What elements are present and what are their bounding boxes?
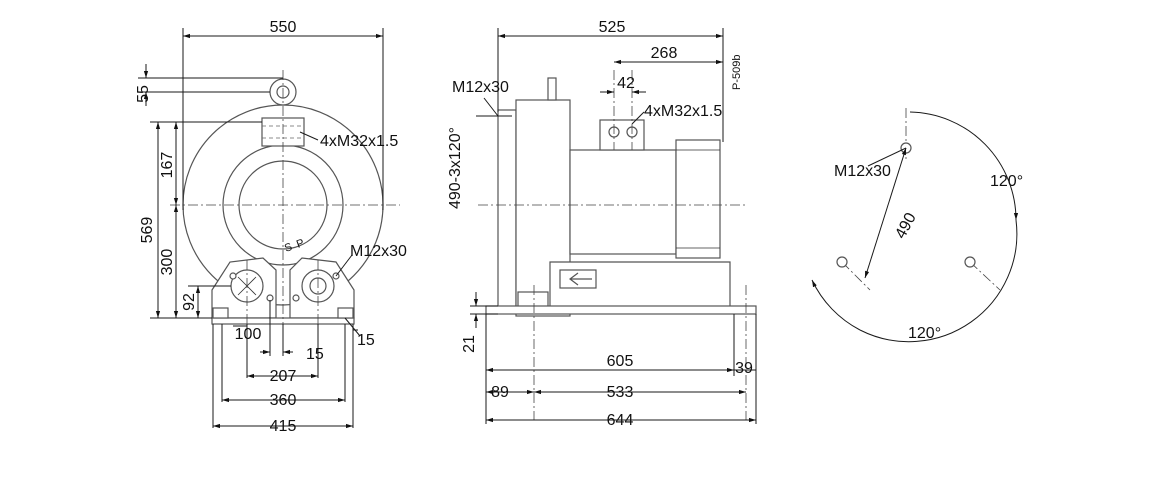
port-mark-s: S [283,241,294,255]
side-lug [547,77,557,101]
flange-view: 490 M12x30 120° 120° [811,108,1023,343]
side-view: 525 268 42 4xM32x1.5 P-509b M12x30 490-3… [447,19,757,429]
label-flange-bolt: M12x30 [452,79,509,96]
dim-gap-15: 15 [306,346,324,363]
dim-lug-55: 55 [135,85,152,103]
dim-foot-92: 92 [181,293,198,311]
dim-base-415: 415 [270,418,297,435]
dim-side-length-525: 525 [599,19,626,36]
label-flange-view-bolt: M12x30 [834,163,891,180]
dim-port-167: 167 [159,152,176,179]
side-motor-cap [675,139,721,259]
dim-front-width-550: 550 [270,19,297,36]
dim-base-length-644: 644 [607,412,634,429]
side-motor [569,149,677,255]
label-side-ports-thread: 4xM32x1.5 [644,103,722,120]
dim-hole-span-533: 533 [607,384,634,401]
drawing-code: P-509b [731,55,743,90]
dim-edge-15: 15 [357,332,375,349]
front-view: S P 550 55 569 167 300 92 4xM32x1.5 [135,19,407,435]
dim-height-569: 569 [139,217,156,244]
dim-axis-300: 300 [159,249,176,276]
dim-foot-end-39: 39 [735,360,753,377]
side-terminal-box [599,119,645,151]
dim-foot-100: 100 [235,326,262,343]
side-flange [497,109,517,309]
dim-pcd-490: 490 [892,210,920,242]
dim-foot-start-89: 89 [491,384,509,401]
label-front-ports-thread: 4xM32x1.5 [320,133,398,150]
side-base-plate [485,305,757,315]
dim-foot-21: 21 [461,335,478,353]
dim-span-207: 207 [270,368,297,385]
label-front-bolt: M12x30 [350,243,407,260]
dim-span-360: 360 [270,392,297,409]
bolt-hole-right [292,294,300,302]
label-flange-holes: 490-3x120° [447,127,464,209]
dim-angle-right-120: 120° [990,173,1023,190]
flange-hole-right [964,256,976,268]
dim-port-offset-268: 268 [651,45,678,62]
port-mark-p: P [295,237,306,251]
dim-foot-span-605: 605 [607,353,634,370]
flange-hole-left [836,256,848,268]
dim-port-spacing-42: 42 [617,75,635,92]
dim-angle-bottom-120: 120° [908,325,941,342]
